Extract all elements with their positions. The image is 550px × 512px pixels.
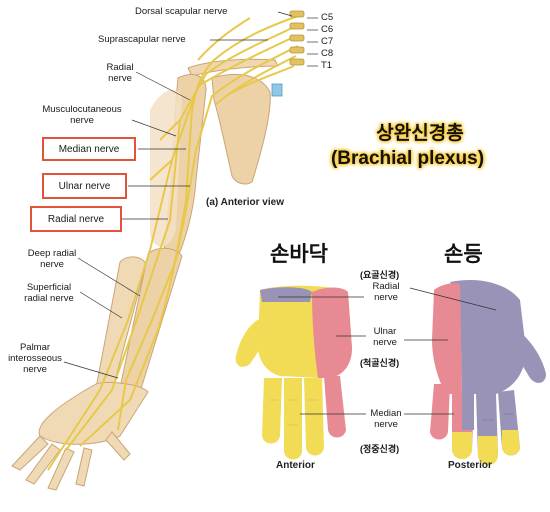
anterior-view-label: (a) Anterior view bbox=[206, 197, 284, 208]
deep-radial-line-1: Deep radial bbox=[27, 248, 77, 259]
superficial-radial-line-1: Superficial bbox=[26, 282, 72, 293]
ulnar-hand-line-1: Ulnar bbox=[373, 326, 397, 337]
posterior-hand bbox=[430, 280, 546, 465]
palmar-interosseous-line-3: nerve bbox=[23, 364, 47, 375]
anterior-hand bbox=[235, 285, 352, 460]
back-title: 손등 bbox=[444, 243, 483, 266]
median-hand-line-1: Median bbox=[370, 408, 402, 419]
palmar-interosseous-line-1: Palmar bbox=[19, 342, 51, 353]
ulnar-hand-label: Ulnar nerve bbox=[364, 326, 406, 348]
ulnar-nerve-text: Ulnar nerve bbox=[58, 180, 111, 192]
root-c7: C7 bbox=[321, 36, 334, 47]
palmar-interosseous-line-2: interosseous bbox=[8, 353, 62, 364]
posterior-label: Posterior bbox=[448, 460, 492, 471]
root-t1: T1 bbox=[321, 60, 333, 71]
radial-hand-line-1: Radial bbox=[372, 281, 400, 292]
radial-korean: (요골신경) bbox=[360, 270, 400, 280]
ulnar-korean: (척골신경) bbox=[360, 358, 400, 368]
deep-radial-label: Deep radial nerve bbox=[22, 248, 82, 270]
palm-title: 손바닥 bbox=[270, 243, 328, 266]
median-korean: (정중신경) bbox=[360, 444, 400, 454]
ulnar-hand-line-2: nerve bbox=[373, 337, 397, 348]
musculocutaneous-line-1: Musculocutaneous bbox=[42, 104, 122, 115]
radial-nerve-box: Radial nerve bbox=[30, 206, 122, 232]
radial-top-line-1: Radial bbox=[106, 62, 134, 73]
root-c8: C8 bbox=[321, 48, 334, 59]
deep-radial-line-2: nerve bbox=[40, 259, 64, 270]
median-hand-line-2: nerve bbox=[374, 419, 398, 430]
musculocutaneous-line-2: nerve bbox=[70, 115, 94, 126]
superficial-radial-label: Superficial radial nerve bbox=[14, 282, 84, 304]
radial-top-line-2: nerve bbox=[108, 73, 132, 84]
palmar-interosseous-label: Palmar interosseous nerve bbox=[0, 342, 70, 375]
ulnar-nerve-box: Ulnar nerve bbox=[42, 173, 127, 199]
dorsal-scapular-label: Dorsal scapular nerve bbox=[135, 6, 228, 17]
title-korean: 상완신경총 bbox=[376, 123, 464, 144]
root-c6: C6 bbox=[321, 24, 334, 35]
musculocutaneous-label: Musculocutaneous nerve bbox=[30, 104, 134, 126]
suprascapular-label: Suprascapular nerve bbox=[98, 34, 186, 45]
radial-hand-line-2: nerve bbox=[374, 292, 398, 303]
superficial-radial-line-2: radial nerve bbox=[24, 293, 74, 304]
radial-hand-label: Radial nerve bbox=[362, 281, 410, 303]
radial-top-label: Radial nerve bbox=[100, 62, 140, 84]
median-nerve-text: Median nerve bbox=[58, 143, 120, 155]
title-english: (Brachial plexus) bbox=[330, 148, 485, 169]
median-hand-label: Median nerve bbox=[362, 408, 410, 430]
median-nerve-box: Median nerve bbox=[42, 137, 136, 161]
anterior-label: Anterior bbox=[276, 460, 315, 471]
radial-nerve-text: Radial nerve bbox=[47, 213, 105, 225]
root-c5: C5 bbox=[321, 12, 334, 23]
